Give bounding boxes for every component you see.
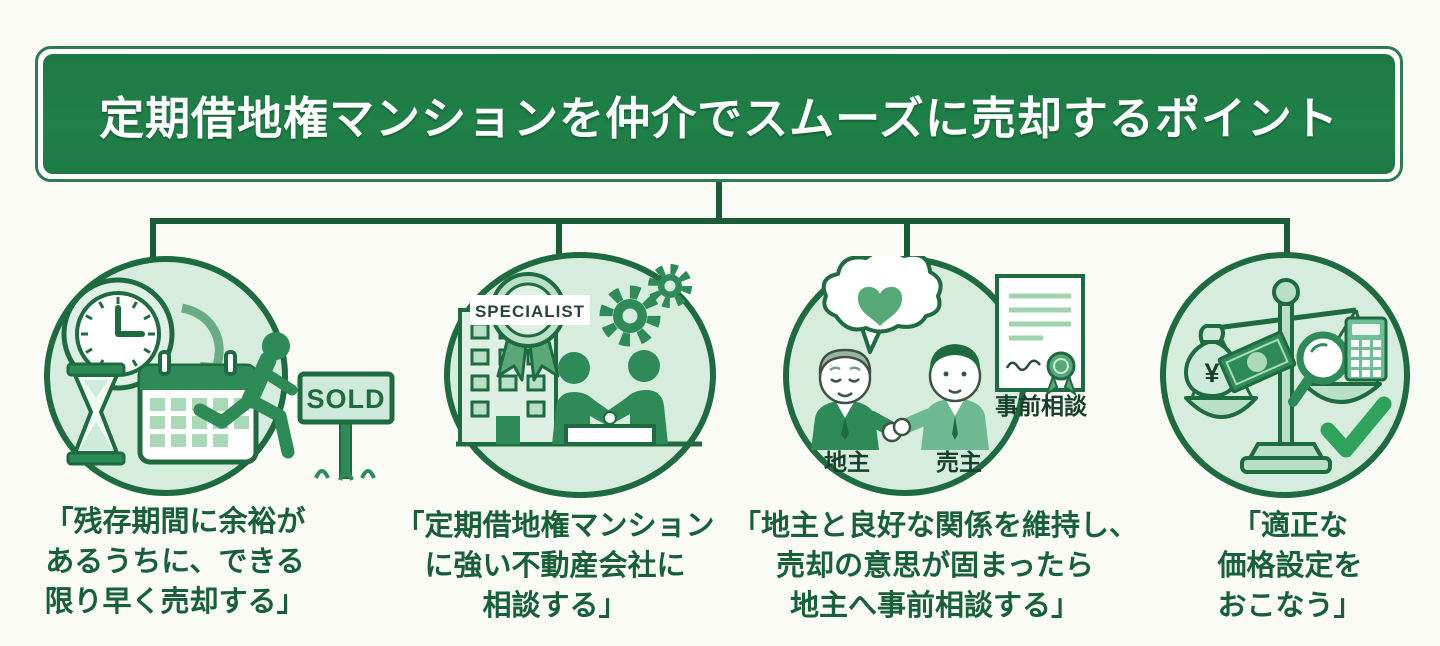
document-label: 事前相談	[995, 393, 1088, 419]
specialist-badge-label: SPECIALIST	[475, 302, 585, 321]
checkmark-icon	[1320, 396, 1392, 458]
caption-specialist-agency: 「定期借地権マンション に強い不動産会社に 相談する」	[365, 506, 745, 626]
hourglass-icon	[66, 362, 126, 466]
caption-line: 「適正な	[1231, 510, 1348, 542]
caption-line: 「定期借地権マンション	[395, 510, 715, 542]
seller-label: 売主	[936, 449, 982, 475]
running-person-icon	[193, 332, 298, 459]
specialist-badge-icon: SPECIALIST	[470, 272, 590, 382]
caption-line: あるうちに、できる	[45, 546, 305, 578]
banknote-icon	[1217, 330, 1297, 394]
caption-line: 価格設定を	[1217, 550, 1363, 582]
seller-person-icon	[893, 344, 989, 450]
handshake-hands-icon	[881, 417, 912, 443]
specialist-company-icon: SPECIALIST	[456, 264, 702, 447]
gear-icon	[599, 285, 661, 347]
caption-line: に強い不動産会社に	[424, 550, 686, 582]
handshake-people-icon	[552, 350, 668, 446]
building-icon	[458, 308, 558, 446]
landowner-consult-icon: 地主 売主 事前相談	[811, 256, 1088, 475]
table	[564, 424, 656, 446]
gear-small-icon	[648, 264, 692, 308]
caption-fair-pricing: 「適正な 価格設定を おこなう」	[1165, 506, 1415, 626]
landowner-label: 地主	[824, 449, 870, 475]
page-title: 定期借地権マンションを仲介でスムーズに売却するポイント	[99, 92, 1339, 144]
caption-line: 限り早く売却する」	[44, 586, 306, 618]
consultation-document-icon	[995, 274, 1085, 397]
caption-line: 「残存期間に余裕が	[44, 506, 306, 538]
caption-line: 「地主と良好な関係を維持し、	[731, 510, 1138, 542]
caption-line: 売却の意思が固まったら	[776, 550, 1094, 582]
heart-speech-bubble-icon	[821, 256, 943, 354]
title-banner-inner: 定期借地権マンションを仲介でスムーズに売却するポイント	[43, 54, 1395, 174]
caption-line: 相談する」	[482, 590, 628, 622]
caption-line: おこなう」	[1217, 590, 1363, 622]
landowner-person-icon	[811, 348, 901, 450]
clock-icon	[61, 277, 175, 391]
sold-sign-icon: SOLD	[297, 371, 395, 481]
price-scale-icon: ¥	[1184, 278, 1392, 474]
sold-sign-label: SOLD	[306, 384, 385, 414]
sell-early-icon: SOLD	[61, 277, 395, 481]
yen-symbol: ¥	[1204, 358, 1219, 388]
caption-sell-early: 「残存期間に余裕が あるうちに、できる 限り早く売却する」	[10, 502, 340, 622]
calculator-icon	[1344, 316, 1388, 382]
caption-line: 地主へ事前相談する」	[789, 590, 1080, 622]
title-banner: 定期借地権マンションを仲介でスムーズに売却するポイント	[35, 46, 1403, 182]
caption-landowner-consult: 「地主と良好な関係を維持し、 売却の意思が固まったら 地主へ事前相談する」	[715, 506, 1155, 626]
